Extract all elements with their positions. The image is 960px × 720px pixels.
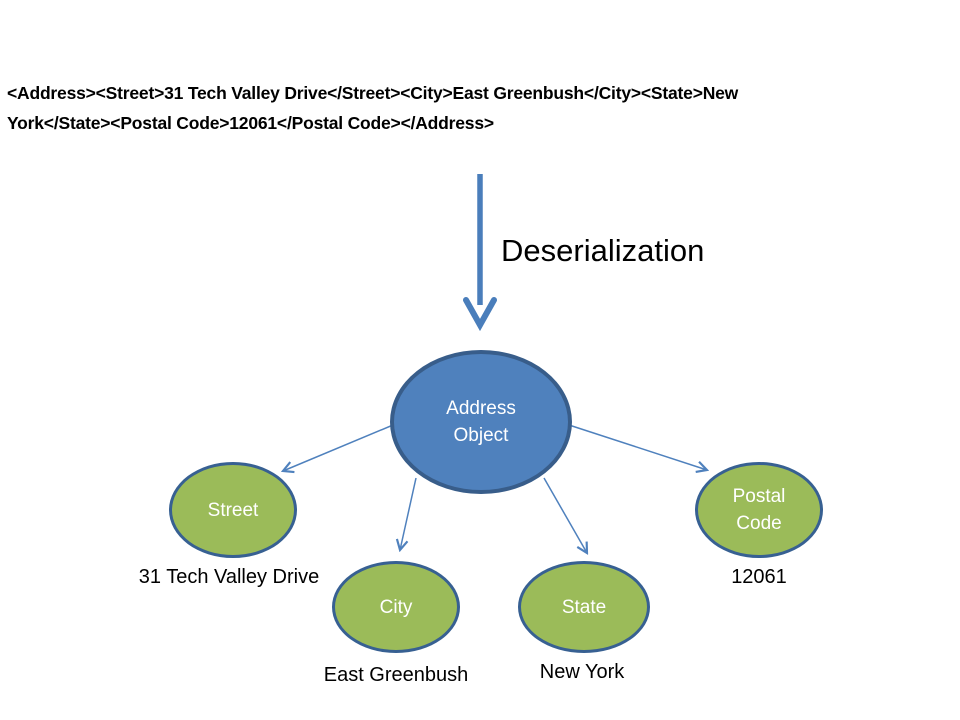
node-postal-code: Postal Code (695, 462, 823, 558)
deserialization-arrow-icon (463, 174, 497, 332)
node-state-label: State (561, 596, 607, 618)
node-address-object-label: Address Object (446, 398, 516, 446)
node-street-label: Street (207, 499, 259, 521)
connector-city-icon (400, 477, 417, 550)
value-postal-code: 12061 (731, 566, 787, 588)
xml-serialized-text: <Address><Street>31 Tech Valley Drive</S… (7, 78, 917, 138)
xml-text-line1: <Address><Street>31 Tech Valley Drive</S… (7, 83, 739, 103)
value-city: East Greenbush (323, 664, 469, 686)
value-street: 31 Tech Valley Drive (138, 566, 320, 588)
node-state: State (518, 561, 650, 653)
node-street: Street (169, 462, 297, 558)
node-city-label: City (379, 596, 413, 618)
node-postal-code-label: Postal Code (732, 486, 786, 534)
node-address-object: Address Object (390, 350, 572, 494)
xml-text-line2: York</State><Postal Code>12061</Postal C… (7, 113, 494, 133)
connector-street-icon (283, 424, 394, 471)
node-city: City (332, 561, 460, 653)
connector-postal-code-icon (568, 424, 707, 470)
connector-state-icon (543, 477, 587, 553)
deserialization-label: Deserialization (501, 233, 705, 268)
value-state: New York (539, 661, 625, 683)
